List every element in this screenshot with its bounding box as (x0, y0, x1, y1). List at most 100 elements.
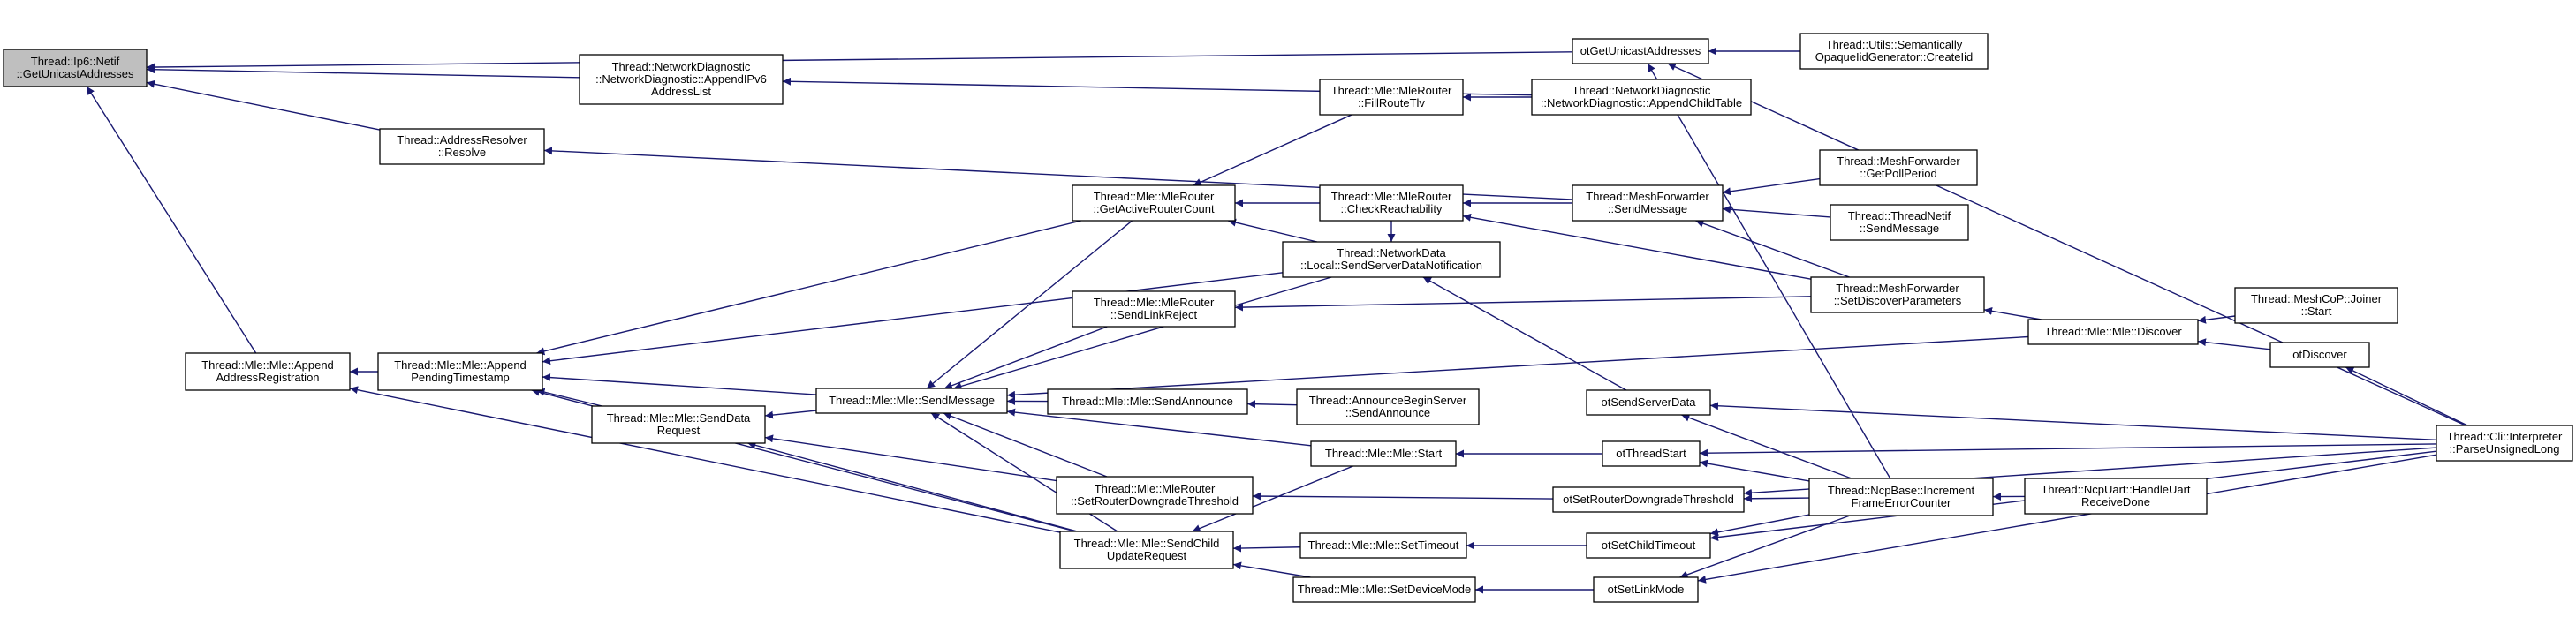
edge-joinerstart-to-mlediscover (2197, 315, 2236, 324)
node-label-line: Thread::Mle::Mle::SetTimeout (1308, 538, 1459, 552)
node-label-line: Thread::Mle::Mle::SendAnnounce (1062, 395, 1233, 408)
node-label-line: otSetRouterDowngradeThreshold (1563, 493, 1734, 506)
node-label-line: Thread::AddressResolver (397, 133, 527, 147)
node-box (1808, 478, 1994, 516)
node-label-line: otGetUnicastAddresses (1580, 44, 1701, 57)
node-mlediscover[interactable]: Thread::Mle::Mle::Discover (2027, 319, 2199, 345)
node-settimeout[interactable]: Thread::Mle::Mle::SetTimeout (1299, 532, 1467, 559)
edge-getpollperiod-to-meshfwd_send (1722, 177, 1821, 196)
node-label-line: Thread::Mle::Mle::Start (1325, 447, 1443, 460)
node-getactiverouter[interactable]: Thread::Mle::MleRouter::GetActiveRouterC… (1072, 184, 1236, 222)
node-box (379, 128, 545, 165)
node-box (1292, 576, 1476, 603)
node-root[interactable]: Thread::Ip6::Netif::GetUnicastAddresses (3, 49, 148, 87)
node-label-line: ::GetPollPeriod (1860, 167, 1936, 180)
node-label-line: Thread::MeshForwarder (1836, 282, 1959, 295)
node-cli_parse[interactable]: Thread::Cli::Interpreter::ParseUnsignedL… (2436, 425, 2573, 462)
node-netdiag_child[interactable]: Thread::NetworkDiagnostic::NetworkDiagno… (1531, 79, 1752, 116)
node-setrouterdown_mle[interactable]: Thread::Mle::MleRouter::SetRouterDowngra… (1056, 476, 1254, 515)
edge-otsendserver-to-sendserverdata (1422, 276, 1627, 391)
edge-netdiag_appendipv6-to-root (146, 65, 580, 79)
edge-layer (86, 47, 2468, 594)
node-box (3, 49, 148, 87)
node-otsetrouterdown[interactable]: otSetRouterDowngradeThreshold (1552, 486, 1745, 513)
node-joinerstart[interactable]: Thread::MeshCoP::Joiner::Start (2234, 287, 2398, 324)
node-otsetlinkmode[interactable]: otSetLinkMode (1593, 576, 1699, 603)
edge-cli_parse-to-otdiscover (2345, 366, 2468, 426)
node-sendserverdata[interactable]: Thread::NetworkData::Local::SendServerDa… (1282, 241, 1501, 278)
node-label-line: ::SetRouterDowngradeThreshold (1071, 494, 1239, 508)
node-label-line: otSetChildTimeout (1602, 538, 1696, 552)
node-box (2269, 342, 2370, 368)
node-label-line: Thread::Mle::MleRouter (1331, 84, 1452, 97)
node-semantically[interactable]: Thread::Utils::SemanticallyOpaqueIidGene… (1799, 33, 1989, 70)
node-label-line: Thread::MeshCoP::Joiner (2251, 292, 2383, 305)
node-label-line: ::Local::SendServerDataNotification (1300, 259, 1482, 272)
node-checkreach[interactable]: Thread::Mle::MleRouter::CheckReachabilit… (1319, 184, 1464, 222)
edge-sendmessage-to-append_pending (542, 373, 817, 395)
node-label-line: Thread::Mle::MleRouter (1095, 482, 1216, 495)
edge-settimeout-to-sendchild (1232, 544, 1301, 553)
edge-otdiscover-to-mlediscover (2197, 338, 2271, 350)
node-netdiag_appendipv6[interactable]: Thread::NetworkDiagnostic::NetworkDiagno… (579, 54, 784, 105)
node-otsetchildtimeout[interactable]: otSetChildTimeout (1586, 532, 1711, 559)
node-addrresolver[interactable]: Thread::AddressResolver::Resolve (379, 128, 545, 165)
node-label-line: Thread::Mle::Mle::Discover (2044, 325, 2182, 338)
edge-setdiscover-to-checkreach (1462, 213, 1812, 280)
edge-setdiscover-to-sendlinkreject (1234, 296, 1812, 312)
node-otsendserver[interactable]: otSendServerData (1586, 389, 1711, 416)
edge-setrouterdown_mle-to-sendmessage (943, 412, 1108, 478)
node-label-line: otSetLinkMode (1608, 583, 1685, 596)
node-otdiscover[interactable]: otDiscover (2269, 342, 2370, 368)
node-label-line: ::SendLinkReject (1110, 308, 1198, 321)
node-label-line: Thread::Ip6::Netif (31, 55, 120, 68)
edge-senddata-to-append_pending (536, 388, 602, 407)
edge-sendlinkreject-to-sendmessage (943, 326, 1108, 390)
node-announcebegin[interactable]: Thread::AnnounceBeginServer::SendAnnounc… (1296, 388, 1480, 425)
node-mlestart[interactable]: Thread::Mle::Mle::Start (1310, 440, 1457, 467)
node-append_addrreg[interactable]: Thread::Mle::Mle::AppendAddressRegistrat… (185, 352, 351, 391)
edge-otgetunicast-to-root (146, 51, 1573, 72)
edge-otsetrouterdown-to-setrouterdown_mle (1252, 492, 1554, 501)
node-meshfwd_send[interactable]: Thread::MeshForwarder::SendMessage (1572, 184, 1724, 222)
node-sendlinkreject[interactable]: Thread::Mle::MleRouter::SendLinkReject (1072, 290, 1236, 328)
node-label-line: Request (657, 424, 701, 437)
node-otthreadstart[interactable]: otThreadStart (1602, 440, 1701, 467)
node-label-line: Thread::NetworkDiagnostic (1572, 84, 1711, 97)
node-box (579, 54, 784, 105)
edge-ncpbase-to-otsetchildtimeout (1709, 514, 1810, 537)
edge-setdiscover-to-meshfwd_send (1695, 219, 1850, 278)
node-setdevicemode[interactable]: Thread::Mle::Mle::SetDeviceMode (1292, 576, 1476, 603)
node-ncpbase[interactable]: Thread::NcpBase::IncrementFrameErrorCoun… (1808, 478, 1994, 516)
node-box (1572, 184, 1724, 222)
node-box (591, 405, 766, 444)
edge-sendserverdata-to-sendmessage (953, 276, 1332, 390)
node-otgetunicast[interactable]: otGetUnicastAddresses (1572, 38, 1709, 64)
node-sendmessage[interactable]: Thread::Mle::Mle::SendMessage (815, 388, 1008, 414)
edge-mlediscover-to-setdiscover (1983, 306, 2042, 320)
node-sendannounce[interactable]: Thread::Mle::Mle::SendAnnounce (1047, 388, 1248, 415)
node-label-line: Thread::NetworkData (1337, 246, 1446, 260)
node-box (2436, 425, 2573, 462)
edge-fillroutetlv-to-getactiverouter (1193, 114, 1352, 186)
node-box (1799, 33, 1989, 70)
node-label-line: Thread::MeshForwarder (1837, 154, 1960, 168)
node-box (1299, 532, 1467, 559)
node-getpollperiod[interactable]: Thread::MeshForwarder::GetPollPeriod (1819, 149, 1978, 186)
node-label-line: ::NetworkDiagnostic::AppendIPv6 (595, 72, 767, 86)
node-box (1531, 79, 1752, 116)
node-label-line: ::FillRouteTlv (1358, 96, 1425, 109)
node-fillroutetlv[interactable]: Thread::Mle::MleRouter::FillRouteTlv (1319, 79, 1464, 116)
edge-sendserverdata-to-append_pending (542, 272, 1284, 365)
node-setdiscover[interactable]: Thread::MeshForwarder::SetDiscoverParame… (1810, 276, 1985, 313)
node-threadnetif_send[interactable]: Thread::ThreadNetif::SendMessage (1830, 204, 1969, 241)
node-label-line: Thread::Mle::Mle::Append (201, 358, 334, 372)
edge-addrresolver-to-root (146, 79, 381, 131)
edge-sendchild-to-append_addrreg (349, 386, 1061, 533)
edge-getactiverouter-to-append_pending (536, 220, 1081, 356)
edge-setrouterdown_mle-to-senddata (764, 434, 1057, 482)
